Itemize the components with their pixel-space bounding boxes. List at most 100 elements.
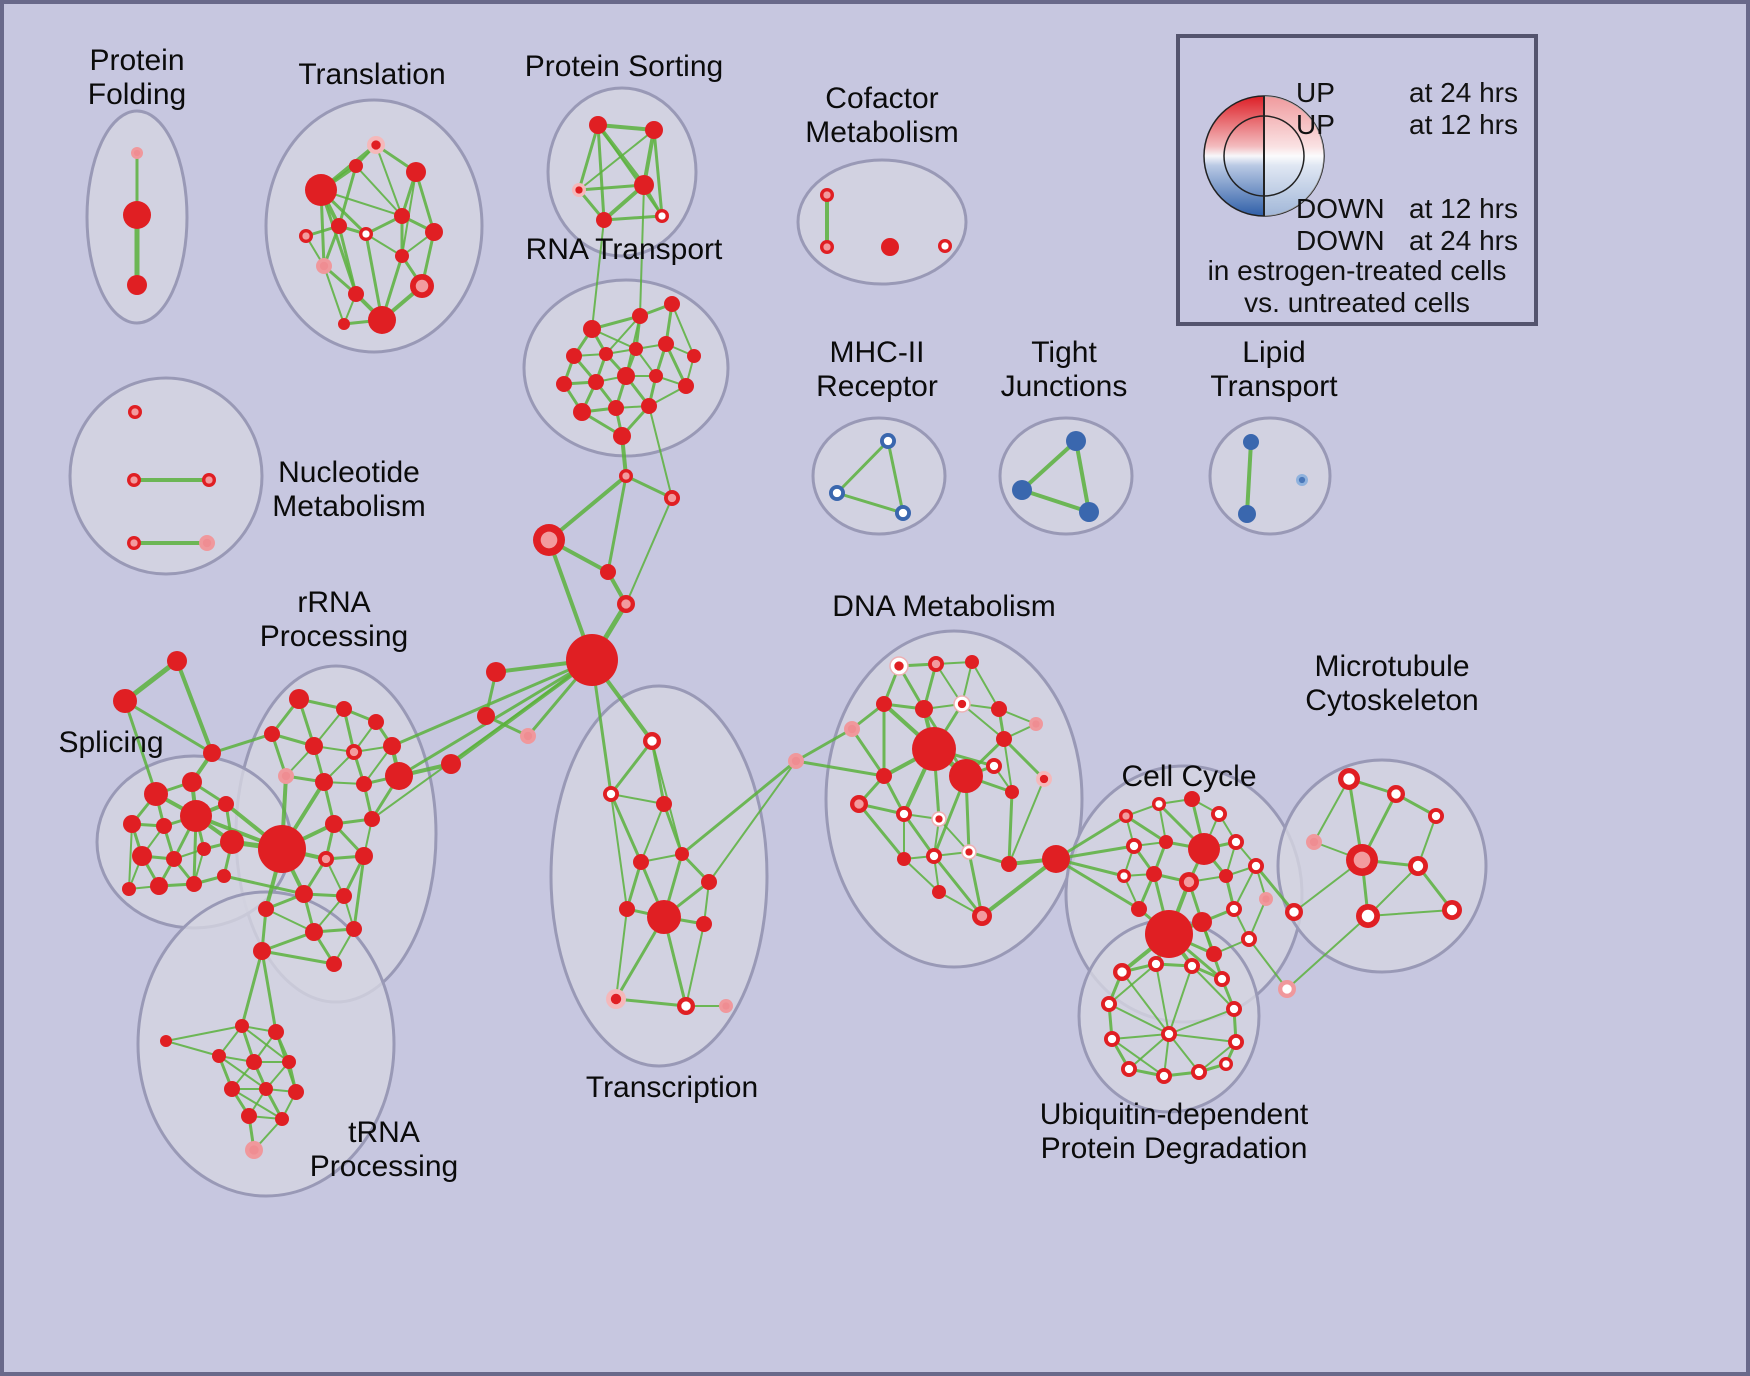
legend-caption-line1: in estrogen-treated cells <box>1207 255 1507 286</box>
network-node-core-lt3 <box>1298 476 1306 484</box>
network-edge <box>606 474 628 574</box>
network-node-ps2 <box>645 121 663 139</box>
legend-row-up-12: UP at 12 hrs <box>1296 110 1518 140</box>
network-node-rr13 <box>325 815 343 833</box>
network-node-core-ub4 <box>1217 974 1227 984</box>
network-node-core-ch5 <box>621 599 631 609</box>
cluster-ellipse-lipid-transport <box>1208 416 1332 536</box>
network-node-core-cc11 <box>1183 876 1195 888</box>
network-edge <box>1124 814 1168 844</box>
network-edge <box>850 727 886 778</box>
network-node-core-ub7 <box>1107 1034 1117 1044</box>
network-node-hub <box>566 634 618 686</box>
network-node-core-rr6 <box>349 747 359 757</box>
network-edge <box>639 184 645 317</box>
cluster-ellipse-nucleotide-metabolism <box>68 376 264 576</box>
network-edge <box>961 703 1005 740</box>
network-node-rt16 <box>641 398 657 414</box>
cluster-label-mhc-ii-receptor: Receptor <box>816 370 938 403</box>
network-edge <box>1074 439 1091 514</box>
network-edge <box>857 802 906 861</box>
network-edge <box>1111 1038 1165 1077</box>
network-node-core-nm4 <box>130 539 138 547</box>
network-node-dm10 <box>949 759 983 793</box>
network-node-tj3 <box>1079 502 1099 522</box>
network-edge <box>591 219 605 330</box>
network-edge <box>123 699 214 755</box>
network-node-rt9 <box>556 376 572 392</box>
network-edge <box>241 1025 290 1063</box>
network-node-core-tc12 <box>681 1001 691 1011</box>
network-edge <box>1168 1033 1237 1043</box>
network-node-sp10 <box>220 830 244 854</box>
network-node-tj2 <box>1012 480 1032 500</box>
network-node-pf2 <box>123 201 151 229</box>
network-node-core-dm2 <box>894 661 904 671</box>
network-node-core-tc11 <box>610 993 622 1005</box>
network-node-sp12 <box>186 876 202 892</box>
network-node-rr14 <box>364 811 380 827</box>
network-node-tc3 <box>656 796 672 812</box>
network-edge <box>1054 857 1141 911</box>
network-node-tn2 <box>235 1019 249 1033</box>
network-node-rr7 <box>383 737 401 755</box>
cluster-label-trna-processing: Processing <box>310 1150 458 1183</box>
network-node-tn7 <box>224 1081 240 1097</box>
network-edge <box>835 491 905 515</box>
cluster-label-microtubule-cytoskeleton: Cytoskeleton <box>1305 684 1478 717</box>
network-edge <box>967 850 984 918</box>
network-node-tc6 <box>675 847 689 861</box>
network-node-core-ln1 <box>791 756 801 766</box>
network-node-core-ps6 <box>658 212 666 220</box>
network-edge <box>1191 965 1235 1010</box>
cluster-ellipse-mhc-ii-receptor <box>811 416 947 536</box>
network-node-ps1 <box>589 116 607 134</box>
network-node-rt11 <box>617 367 635 385</box>
network-node-core-dm19 <box>1039 774 1049 784</box>
network-node-rr21 <box>258 901 274 917</box>
network-node-tn4 <box>212 1049 226 1063</box>
network-edge <box>932 854 984 918</box>
network-edge <box>902 812 936 858</box>
network-edge <box>708 760 797 883</box>
network-node-core-sc3 <box>523 731 533 741</box>
network-node-core-tr13 <box>415 279 429 293</box>
network-edge <box>1254 864 1296 914</box>
network-node-cc14 <box>1145 910 1193 958</box>
network-node-rt14 <box>573 403 591 421</box>
network-edge <box>1108 1003 1170 1035</box>
network-node-core-ub2 <box>1151 959 1161 969</box>
network-node-sp2 <box>182 772 202 792</box>
network-node-rt15 <box>608 400 624 416</box>
network-node-ch4 <box>600 564 616 580</box>
network-node-tn9 <box>288 1084 304 1100</box>
network-node-tr8 <box>394 208 410 224</box>
network-node-core-cc20 <box>1244 934 1254 944</box>
network-node-core-ch3 <box>540 531 558 549</box>
network-node-core-cc16 <box>1229 904 1239 914</box>
network-node-core-ub9 <box>1124 1064 1134 1074</box>
network-node-rt7 <box>658 336 674 352</box>
network-edge <box>165 1040 220 1057</box>
network-node-fs1 <box>167 651 187 671</box>
network-node-core-mt2 <box>1391 789 1401 799</box>
network-edge <box>794 727 854 763</box>
network-node-tc10 <box>696 916 712 932</box>
network-node-core-mhc1 <box>883 436 893 446</box>
network-node-dm11 <box>996 731 1012 747</box>
network-node-tn11 <box>275 1112 289 1126</box>
network-node-tn8 <box>259 1082 273 1096</box>
network-node-rr11 <box>385 762 413 790</box>
legend: UP at 24 hrs UP at 12 hrs DOWN at 12 hrs… <box>1176 34 1538 326</box>
network-edge <box>1248 938 1288 990</box>
network-edge <box>337 164 358 228</box>
network-node-rr3 <box>368 714 384 730</box>
network-node-core-tc2 <box>606 789 616 799</box>
cluster-label-protein-folding: Folding <box>88 78 186 111</box>
network-edge <box>662 802 684 856</box>
network-node-core-ub1 <box>1117 967 1127 977</box>
legend-time-label: at 24 hrs <box>1409 77 1518 108</box>
legend-row-down-12: DOWN at 12 hrs <box>1296 194 1518 224</box>
legend-row-down-24: DOWN at 24 hrs <box>1296 226 1518 256</box>
network-node-tc9 <box>619 901 635 917</box>
